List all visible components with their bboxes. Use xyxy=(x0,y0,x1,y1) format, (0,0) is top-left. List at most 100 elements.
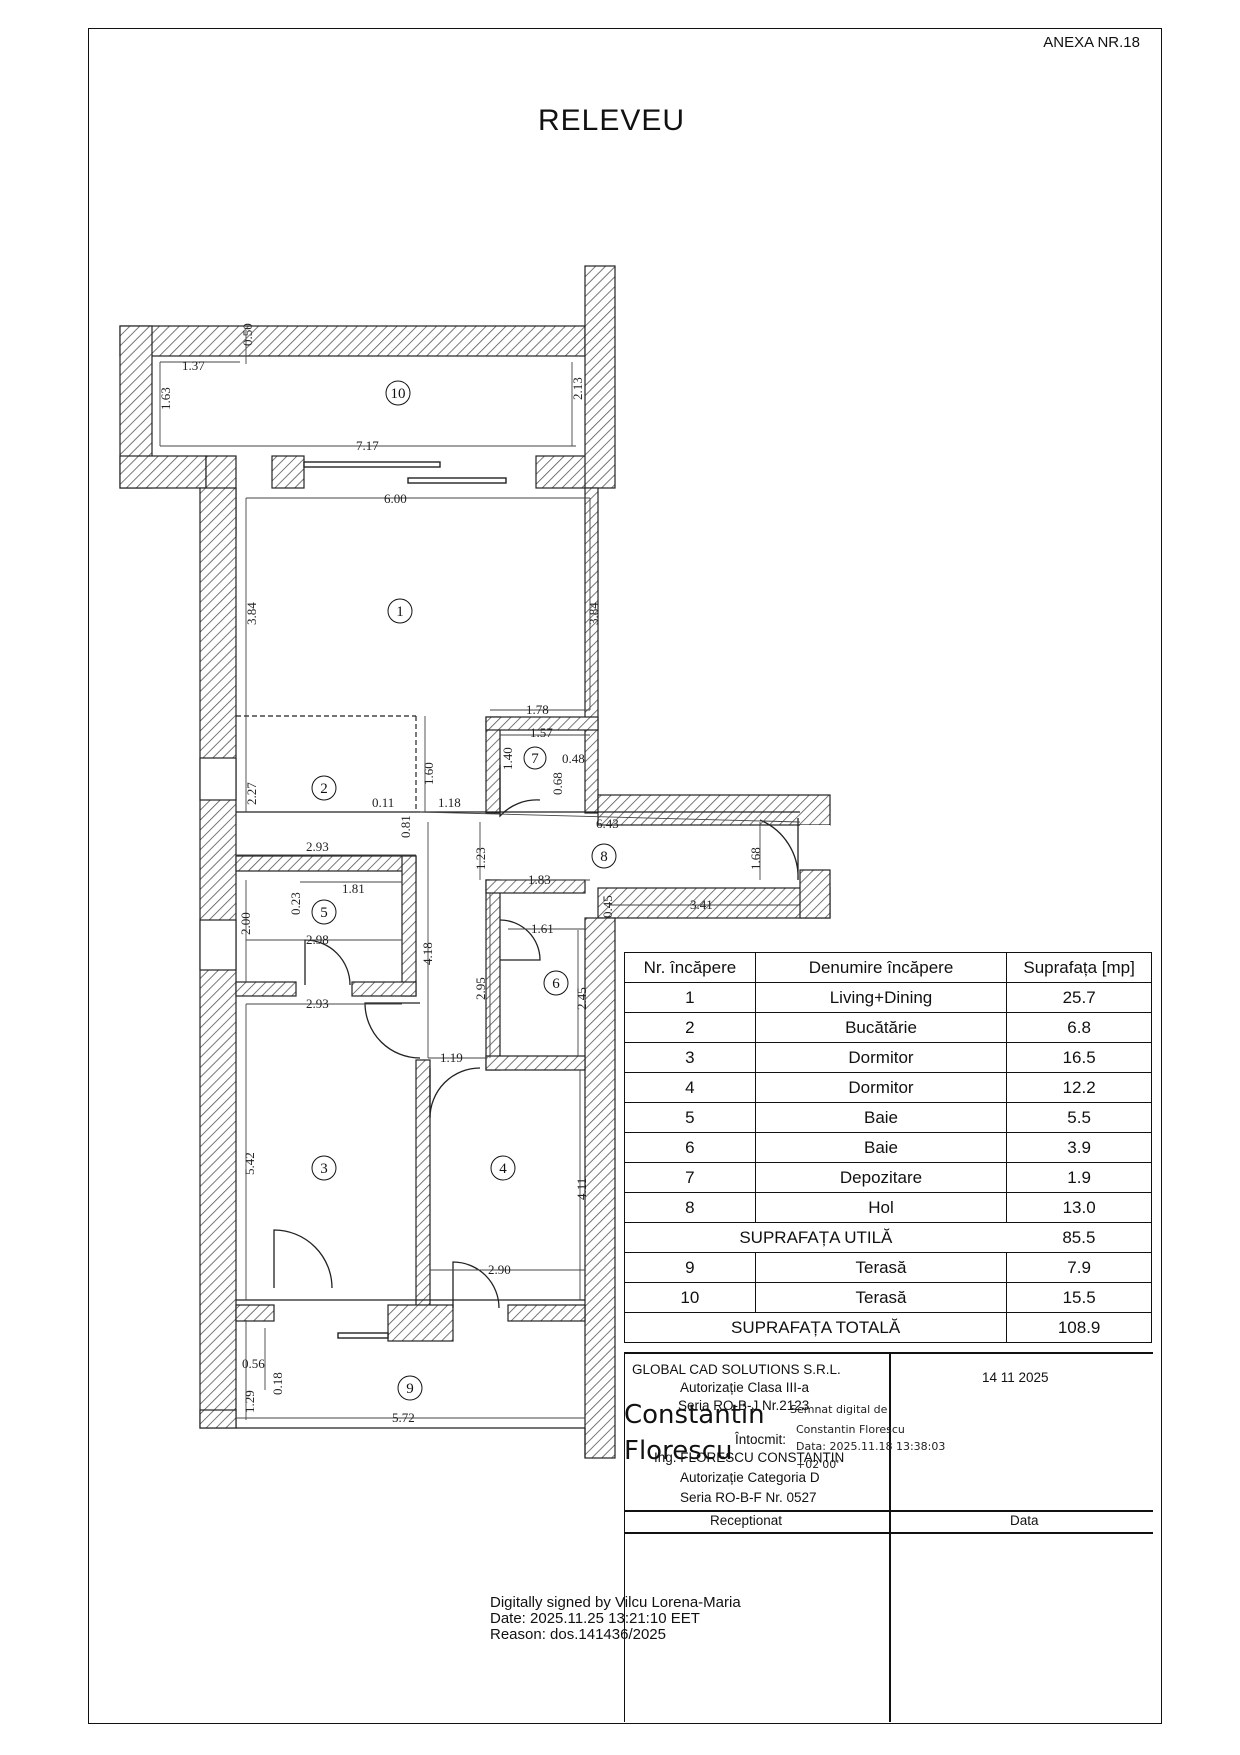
wall xyxy=(485,879,501,1071)
wall xyxy=(485,716,501,814)
table-cell-name: Baie xyxy=(754,1132,1008,1163)
dim-label: 0.18 xyxy=(270,1372,285,1395)
room-label-2: 2 xyxy=(311,775,337,801)
useful-area-row: SUPRAFAȚA UTILĂ 85.5 xyxy=(623,1222,1152,1253)
room-label-5: 5 xyxy=(311,899,337,925)
room-label-4: 4 xyxy=(490,1155,516,1181)
dim-label: 2.45 xyxy=(574,987,589,1010)
room-label-9: 9 xyxy=(397,1375,423,1401)
dim-label: 7.17 xyxy=(356,438,379,453)
digital-signature-line: Date: 2025.11.25 13:21:10 EET xyxy=(490,1610,700,1627)
room-labels: 10 1 2 7 8 5 6 3 4 9 xyxy=(311,380,617,1401)
table-cell-nr: 5 xyxy=(624,1102,756,1133)
dim-label: 6.00 xyxy=(384,491,407,506)
signature-name-line2: Florescu xyxy=(624,1436,733,1466)
dim-label: 1.68 xyxy=(748,847,763,870)
room-label-8: 8 xyxy=(591,843,617,869)
digital-signature-line: Digitally signed by Vilcu Lorena-Maria xyxy=(490,1594,741,1611)
dim-label: 1.60 xyxy=(421,762,436,785)
digital-signature: Digitally signed by Vilcu Lorena-Maria D… xyxy=(490,1595,741,1643)
table-cell-nr: 2 xyxy=(624,1012,756,1043)
door-swing xyxy=(429,1067,481,1119)
table-cell-nr: 3 xyxy=(624,1042,756,1073)
table-cell-area: 16.5 xyxy=(1006,1042,1152,1073)
data-label: Data xyxy=(1010,1513,1039,1528)
dim-label: 2.27 xyxy=(244,782,259,805)
dim-label: 5.72 xyxy=(392,1410,415,1425)
door-swing xyxy=(452,1261,500,1309)
room-label-7: 7 xyxy=(523,746,547,770)
dim-label: 1.23 xyxy=(473,847,488,870)
door-swings xyxy=(273,765,799,1309)
wall xyxy=(199,1409,237,1429)
dim-label: 0.45 xyxy=(600,895,615,918)
engineer-name: Ing. FLORESCU CONSTANTIN xyxy=(654,1450,845,1465)
table-cell-area: 15.5 xyxy=(1006,1282,1152,1313)
door-swing xyxy=(759,818,799,881)
window xyxy=(199,919,237,971)
table-cell-area: 7.9 xyxy=(1006,1252,1152,1283)
table-cell-name: Hol xyxy=(754,1192,1008,1223)
table-cell-nr: 8 xyxy=(624,1192,756,1223)
sliding-door-panel xyxy=(407,477,507,484)
table-cell-name: Depozitare xyxy=(754,1162,1008,1193)
column-header: Denumire încăpere xyxy=(754,952,1008,983)
drawing-date: 14 11 2025 xyxy=(982,1370,1049,1385)
dim-label: 0.11 xyxy=(372,795,394,810)
dim-label: 2.95 xyxy=(473,977,488,1000)
wall xyxy=(584,265,616,489)
dim-label: 4.18 xyxy=(420,942,435,965)
dim-label: 2.00 xyxy=(238,912,253,935)
dim-label: 3.84 xyxy=(586,602,601,625)
door-swing xyxy=(499,765,541,818)
table-cell-nr: 6 xyxy=(624,1132,756,1163)
table-cell-area: 1.9 xyxy=(1006,1162,1152,1193)
drawing-sheet-border xyxy=(88,28,1162,1724)
dim-label: 1.61 xyxy=(531,921,554,936)
wall xyxy=(415,1059,431,1321)
table-cell-name: Baie xyxy=(754,1102,1008,1133)
dim-label: 1.37 xyxy=(182,358,205,373)
table-cell-area: 25.7 xyxy=(1006,982,1152,1013)
table-cell-area: 13.0 xyxy=(1006,1192,1152,1223)
annex-label: ANEXA NR.18 xyxy=(1043,34,1140,51)
dimension-labels: 0.50 1.37 1.63 2.13 7.17 6.00 3.84 3.84 … xyxy=(158,323,763,1425)
wall xyxy=(597,794,831,826)
company-series: Seria RO-B-J Nr.2123 xyxy=(678,1398,810,1413)
wall xyxy=(485,716,599,731)
table-cell-nr: 10 xyxy=(624,1282,756,1313)
wall xyxy=(119,455,207,489)
dim-label: 2.13 xyxy=(570,377,585,400)
room-label-3: 3 xyxy=(311,1155,337,1181)
room-label-10: 10 xyxy=(385,380,411,406)
wall xyxy=(584,917,616,1459)
signature-note: +02'00' xyxy=(796,1458,840,1471)
signature-note: Semnat digital de xyxy=(790,1403,888,1416)
table-cell-name: Terasă xyxy=(754,1252,1008,1283)
dim-label: 0.50 xyxy=(240,323,255,346)
title-block xyxy=(624,1352,1153,1722)
dim-label: 3.41 xyxy=(690,897,713,912)
table-cell-nr: 7 xyxy=(624,1162,756,1193)
dim-label: 0.48 xyxy=(562,751,585,766)
sliding-door-panel xyxy=(303,461,441,468)
table-cell-area: 6.8 xyxy=(1006,1012,1152,1043)
wall xyxy=(235,1304,275,1322)
dim-label: 1.29 xyxy=(242,1390,257,1413)
signature-name-line1: Constantin xyxy=(624,1400,765,1430)
signature-note: Data: 2025.11.18 13:38:03 xyxy=(796,1440,946,1453)
column-header: Suprafața [mp] xyxy=(1006,952,1152,983)
engineer-authorization: Autorizație Categoria D xyxy=(680,1470,820,1485)
wall xyxy=(271,455,305,489)
wall xyxy=(507,1304,586,1322)
interior-lines xyxy=(236,715,800,1458)
dim-label: 1.19 xyxy=(440,1050,463,1065)
wall xyxy=(401,855,417,997)
